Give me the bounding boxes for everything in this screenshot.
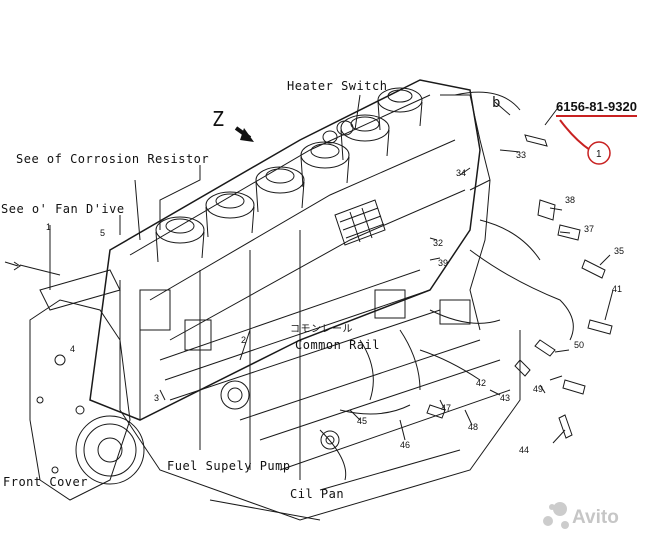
label-common-rail: Common Rail bbox=[295, 338, 380, 352]
callout-44: 44 bbox=[519, 445, 529, 455]
callout-32: 32 bbox=[433, 238, 443, 248]
label-corrosion-resistor: See of Corrosion Resistor bbox=[16, 152, 209, 166]
view-z-arrow bbox=[234, 126, 254, 142]
part-number: 6156-81-9320 bbox=[556, 99, 637, 114]
callout-1: 1 bbox=[46, 222, 51, 232]
callout-38: 38 bbox=[565, 195, 575, 205]
callout-37: 37 bbox=[584, 224, 594, 234]
callout-4: 4 bbox=[70, 344, 75, 354]
callout-41: 41 bbox=[612, 284, 622, 294]
highlight-callout-circle bbox=[587, 141, 611, 165]
callout-46: 46 bbox=[400, 440, 410, 450]
callout-43: 43 bbox=[500, 393, 510, 403]
label-heater-switch: Heater Switch bbox=[287, 79, 387, 93]
label-fan-drive: See o' Fan D'ive bbox=[1, 202, 125, 216]
watermark-text: Avito bbox=[572, 507, 619, 528]
callout-50: 50 bbox=[574, 340, 584, 350]
avito-logo-icon bbox=[543, 502, 569, 529]
callout-33: 33 bbox=[516, 150, 526, 160]
highlight-overlay bbox=[556, 115, 637, 165]
callout-2: 2 bbox=[241, 335, 246, 345]
highlight-callout-number: 1 bbox=[596, 149, 602, 160]
callout-34: 34 bbox=[456, 168, 466, 178]
callout-42: 42 bbox=[476, 378, 486, 388]
callout-35: 35 bbox=[614, 246, 624, 256]
label-fuel-supply-pump: Fuel Supely Pump bbox=[167, 459, 291, 473]
label-common-rail-jp: コモンレール bbox=[290, 324, 353, 335]
labels: Heater Switch Z b See of Corrosion Resis… bbox=[1, 79, 637, 501]
callout-47: 47 bbox=[441, 403, 451, 413]
engine-line-art bbox=[4, 79, 614, 521]
callout-45: 45 bbox=[357, 416, 367, 426]
callout-numbers: 33 34 38 37 35 41 50 49 42 43 44 47 48 4… bbox=[46, 150, 624, 455]
callout-49: 49 bbox=[533, 384, 543, 394]
label-front-cover: Front Cover bbox=[3, 475, 88, 489]
label-oil-pan: Cil Pan bbox=[290, 487, 344, 501]
callout-3: 3 bbox=[154, 393, 159, 403]
callout-5: 5 bbox=[100, 228, 105, 238]
callout-39: 39 bbox=[438, 258, 448, 268]
watermark: Avito bbox=[543, 502, 619, 529]
callout-48: 48 bbox=[468, 422, 478, 432]
label-view-b: b bbox=[492, 95, 501, 111]
label-view-z: Z bbox=[212, 107, 225, 131]
